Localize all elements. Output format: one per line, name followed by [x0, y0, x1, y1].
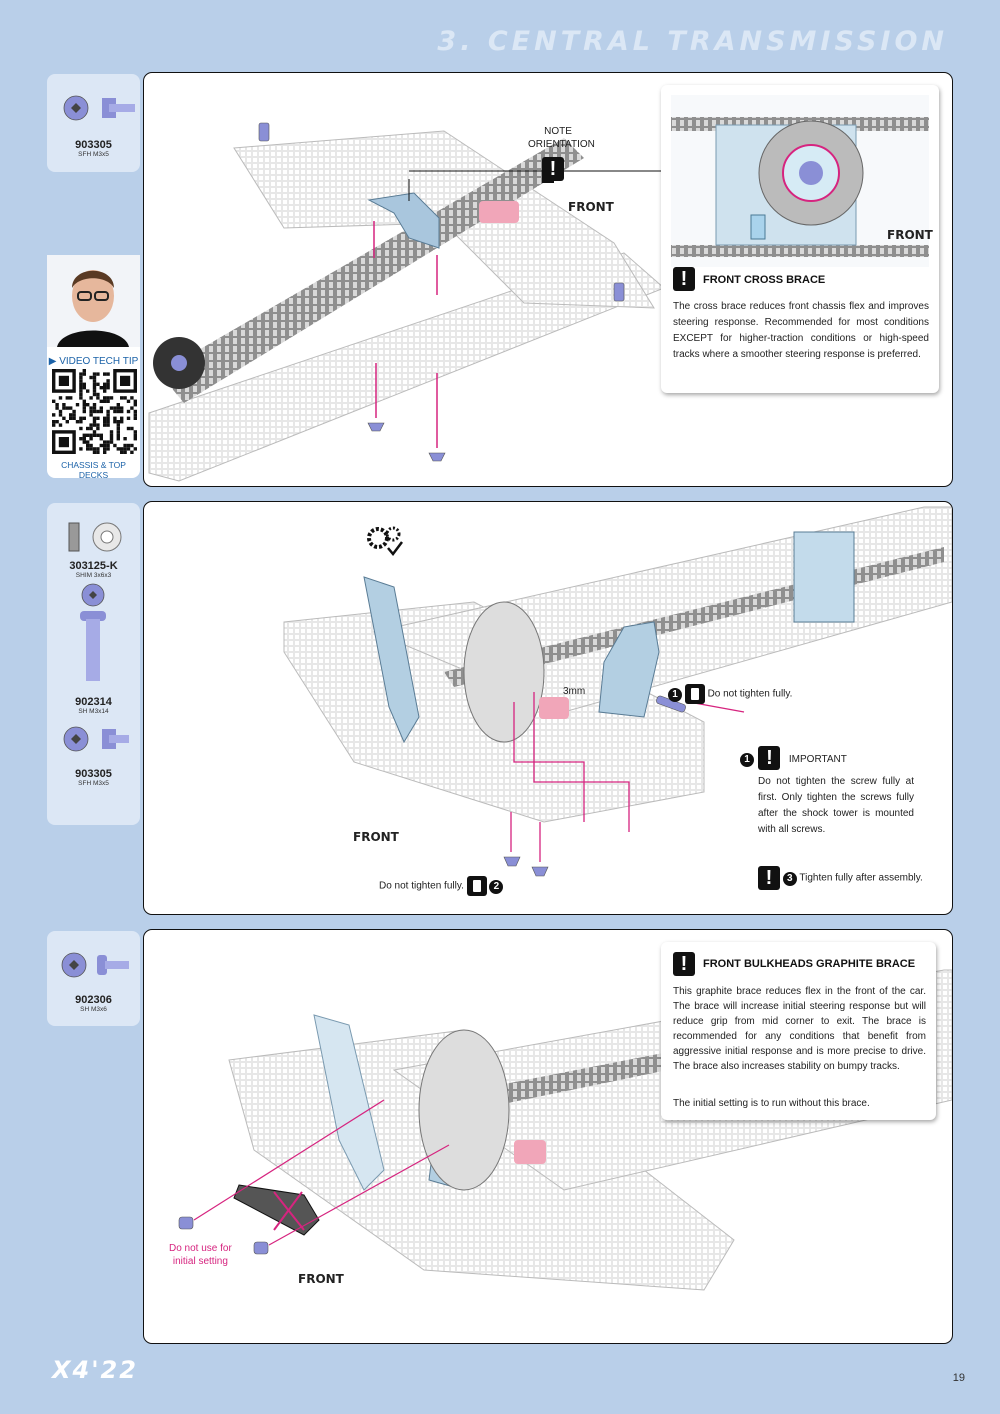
front-label: FRONT	[298, 1272, 344, 1286]
note-body: The cross brace reduces front chassis fl…	[673, 301, 929, 360]
screw-icon	[61, 952, 129, 978]
section-title: 3. CENTRAL TRANSMISSION	[437, 26, 948, 57]
warning-icon: !	[673, 952, 695, 976]
step-instruction-3: ! 3 Tighten fully after assembly.	[758, 866, 923, 890]
step3-panel: ! FRONT BULKHEADS GRAPHITE BRACE This gr…	[143, 929, 953, 1344]
part-spec: SHIM 3x6x3	[75, 572, 112, 579]
note-body: This graphite brace reduces flex in the …	[673, 986, 926, 1072]
warning-icon: !	[542, 157, 564, 181]
step-number-3: 3	[782, 871, 797, 886]
inset-front-label: FRONT	[887, 228, 933, 242]
page-number: 19	[952, 1372, 965, 1384]
part-code: 303125-K	[69, 560, 118, 572]
screw-icon	[63, 726, 129, 752]
front-cross-brace-note: FRONT ! FRONT CROSS BRACE The cross brac…	[661, 85, 939, 393]
screw-icon	[63, 95, 135, 121]
do-not-use-label: Do not use for initial setting	[169, 1243, 232, 1267]
front-label: FRONT	[568, 200, 614, 214]
part-code: 902314	[75, 696, 112, 708]
part-spec: SFH M3x5	[78, 151, 109, 158]
important-header: 1 ! IMPORTANT	[740, 746, 847, 770]
gears-icon	[367, 526, 403, 557]
video-tip-box: ▶ VIDEO TECH TIP CHASSIS & TOP DECKS	[47, 255, 140, 480]
parts-box-step2: 303125-K SHIM 3x6x3 902314 SH M3x14 9033…	[47, 503, 140, 825]
warning-icon: !	[673, 267, 695, 291]
step-number-1: 1	[740, 753, 754, 768]
qr-code[interactable]	[47, 367, 140, 455]
step-number-1: 1	[668, 687, 682, 702]
note-body-initial: The initial setting is to run without th…	[673, 1098, 870, 1109]
parts-box-step3: 902306 SH M3x6	[47, 931, 140, 1026]
part-code: 903305	[75, 768, 112, 780]
part-code: 903305	[75, 139, 112, 151]
part-spec: SH M3x6	[80, 1006, 107, 1013]
warning-icon: !	[758, 746, 781, 770]
step-number-2: 2	[489, 879, 504, 894]
step1-panel: NOTE ORIENTATION ! FRONT FRONT ! FRONT C…	[143, 72, 953, 487]
brand-logo: X4'22	[52, 1356, 138, 1384]
hex-key-icon	[466, 876, 487, 896]
note-title: FRONT CROSS BRACE	[703, 274, 826, 286]
step-instruction-1: 1 Do not tighten fully.	[668, 684, 792, 704]
step1-illustration	[148, 122, 745, 482]
inset-illustration	[671, 95, 929, 267]
graphite-brace-note: ! FRONT BULKHEADS GRAPHITE BRACE This gr…	[661, 942, 936, 1120]
parts-box-step1: 903305 SFH M3x5	[47, 74, 140, 172]
video-caption: CHASSIS & TOP DECKS	[61, 460, 126, 480]
technician-photo	[47, 255, 140, 347]
important-body: Do not tighten the screw fully at first.…	[758, 776, 914, 835]
step2-panel: 3mm 1 Do not tighten fully. 1 ! IMPORTAN…	[143, 501, 953, 915]
warning-icon: !	[758, 866, 780, 890]
hex-key-icon	[684, 684, 705, 704]
shim-size-label: 3mm	[563, 686, 586, 697]
step2-illustration	[283, 506, 952, 877]
part-spec: SFH M3x5	[78, 780, 109, 787]
video-tip-label[interactable]: ▶ VIDEO TECH TIP	[48, 356, 139, 367]
part-code: 902306	[75, 994, 112, 1006]
part-spec: SH M3x14	[78, 708, 109, 715]
note-title: FRONT BULKHEADS GRAPHITE BRACE	[703, 958, 916, 970]
play-icon: ▶	[48, 356, 57, 367]
note-orientation: NOTE ORIENTATION	[528, 126, 595, 150]
front-label: FRONT	[353, 830, 399, 844]
step-instruction-2: Do not tighten fully. 2	[379, 876, 504, 896]
long-screw-icon	[80, 583, 106, 681]
shim-icon	[68, 522, 122, 552]
